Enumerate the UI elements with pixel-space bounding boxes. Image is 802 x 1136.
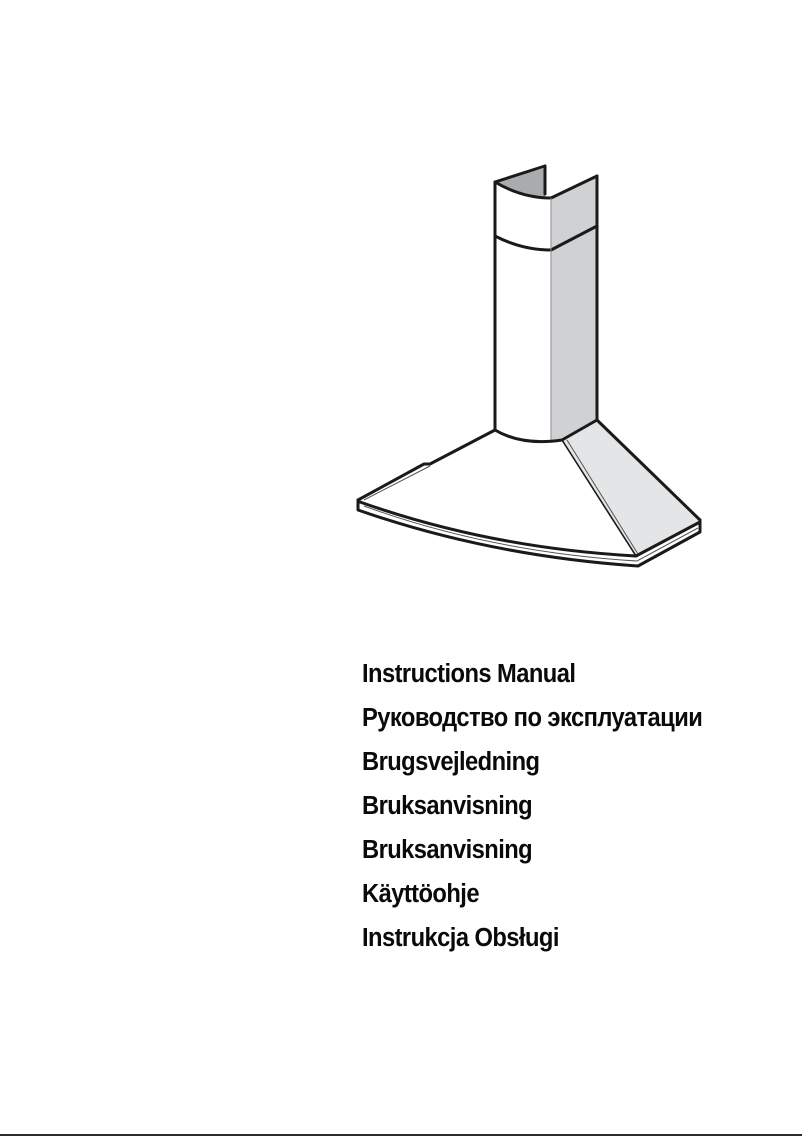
title-finnish: Käyttöohje <box>362 880 480 908</box>
title-russian: Руководство по эксплуатации <box>362 704 703 732</box>
title-danish: Brugsvejledning <box>362 748 540 776</box>
title-swedish: Bruksanvisning <box>362 836 533 864</box>
title-norwegian: Bruksanvisning <box>362 792 533 820</box>
title-polish: Instrukcja Obsługi <box>362 924 559 952</box>
manual-title-list: Instructions Manual Руководство по экспл… <box>362 652 728 960</box>
bottom-divider <box>0 1134 802 1136</box>
cooker-hood-icon <box>356 164 702 568</box>
title-english: Instructions Manual <box>362 660 576 688</box>
